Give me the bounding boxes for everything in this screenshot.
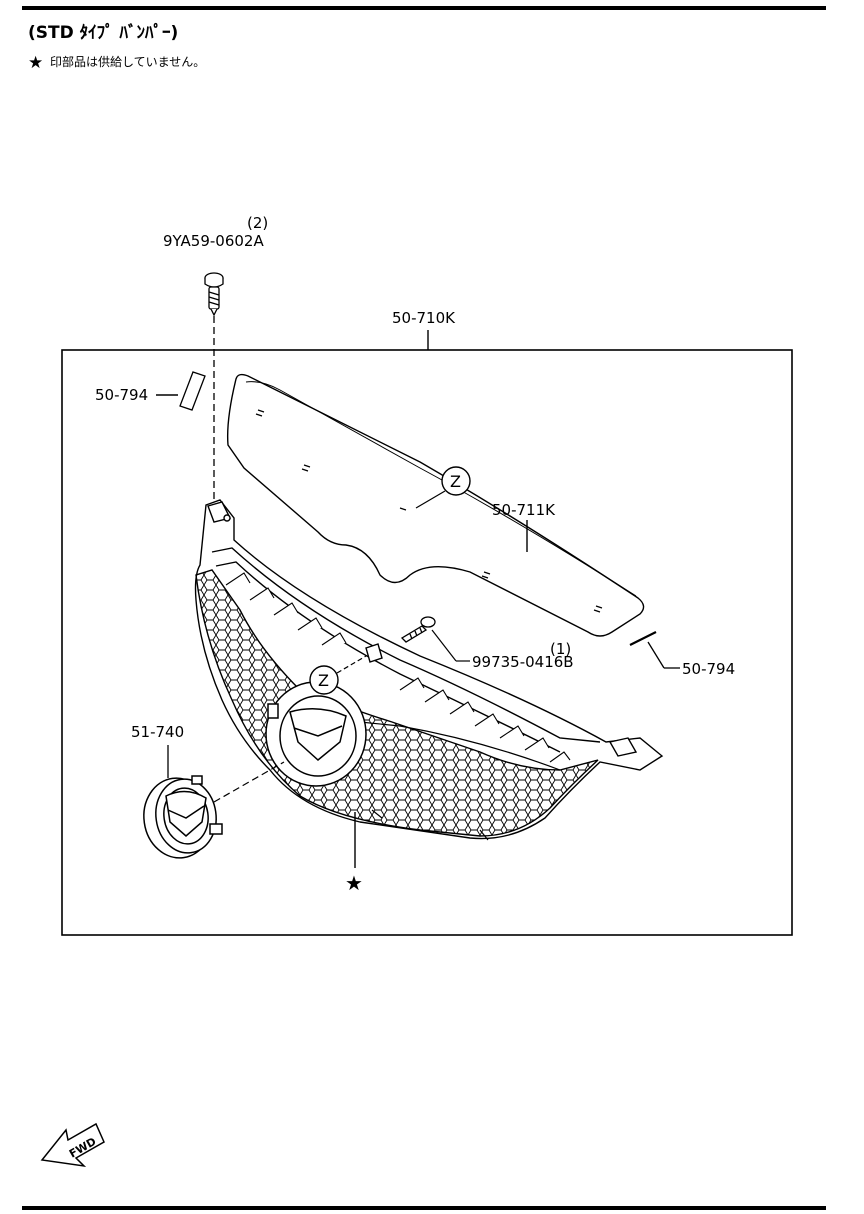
callout-z-lower (309, 665, 339, 695)
label-tape-right: 50-794 (682, 660, 735, 678)
tape-right-icon (629, 631, 657, 646)
tape-left-icon (179, 371, 206, 411)
label-emblem: 51-740 (131, 723, 184, 741)
upper-garnish-part (227, 373, 645, 637)
grille-unsupplied-mark: ★ (345, 871, 363, 895)
note-text: 印部品は供給していません。 (50, 54, 205, 69)
diagram-title: (STD ﾀｲﾌﾟ ﾊﾞﾝﾊﾟｰ) (28, 22, 178, 43)
label-screw-top-number: 9YA59-0602A (163, 232, 264, 250)
forward-arrow-icon (40, 1122, 105, 1168)
callout-z-upper (441, 466, 471, 496)
screw-top-icon (204, 272, 224, 317)
label-screw-mid-number: 99735-0416B (472, 653, 574, 671)
leader-screw-mid (431, 629, 457, 662)
callout-z-lower-label: Z (318, 671, 329, 690)
callout-z-upper-label: Z (450, 472, 461, 491)
callout-z-lower-leader (336, 655, 367, 674)
emblem-path (213, 761, 285, 803)
label-tape-left: 50-794 (95, 386, 148, 404)
assembly-frame (61, 349, 793, 936)
emblem-part (143, 775, 223, 859)
label-screw-top-qty: (2) (247, 214, 268, 232)
emblem-seat-ring (265, 681, 367, 787)
label-screw-mid-qty: (1) (550, 640, 571, 658)
label-grille-assembly: 50-710K (392, 309, 456, 327)
screw-mid-icon (400, 616, 436, 643)
callout-z-upper-leader (415, 490, 446, 509)
leader-tape-right (647, 641, 665, 669)
note-star-symbol: ★ (28, 53, 43, 73)
label-upper-garnish: 50-711K (492, 501, 556, 519)
